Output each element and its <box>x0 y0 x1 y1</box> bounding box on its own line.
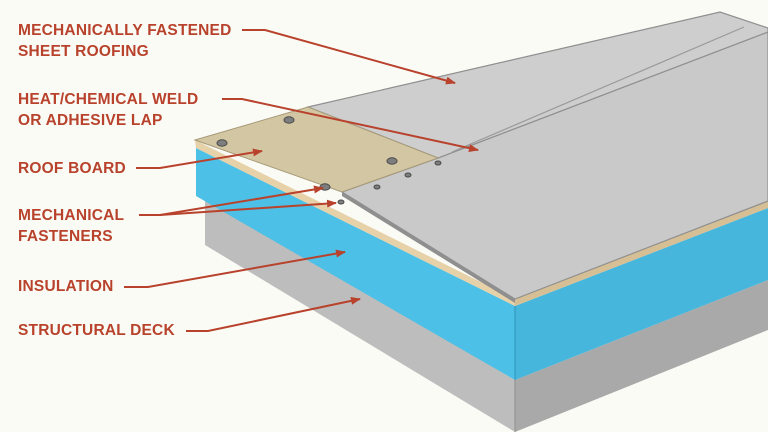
label-line: SHEET ROOFING <box>18 43 149 60</box>
structural-deck-front <box>205 197 515 432</box>
fasteners <box>216 116 442 205</box>
structural-deck-side <box>515 280 768 432</box>
fastener <box>386 157 398 165</box>
label-line: ROOF BOARD <box>18 160 126 177</box>
leader-lap <box>222 98 479 153</box>
label-insulation: INSULATION <box>18 276 114 297</box>
fastener <box>216 139 228 147</box>
leader-insulation <box>124 249 346 288</box>
label-sheet-roofing: MECHANICALLY FASTENED SHEET ROOFING <box>18 20 231 62</box>
fastener <box>283 116 295 124</box>
roof-board <box>193 106 440 193</box>
leader-fastener-2 <box>159 199 337 216</box>
leader-roof-board <box>136 148 263 169</box>
fastener <box>337 199 345 205</box>
label-structural-deck: STRUCTURAL DECK <box>18 320 175 341</box>
label-line: HEAT/CHEMICAL WELD <box>18 91 199 108</box>
label-lap: HEAT/CHEMICAL WELD OR ADHESIVE LAP <box>18 89 198 131</box>
fastener <box>434 160 442 166</box>
label-line: OR ADHESIVE LAP <box>18 112 163 129</box>
lap-seam <box>451 26 745 153</box>
roof-board-edge-side <box>515 201 768 306</box>
label-line: INSULATION <box>18 278 114 295</box>
label-line: MECHANICAL <box>18 207 125 224</box>
label-line: STRUCTURAL DECK <box>18 322 175 339</box>
label-line: MECHANICALLY FASTENED <box>18 22 232 39</box>
fastener <box>373 184 381 190</box>
fastener <box>404 172 412 178</box>
label-line: FASTENERS <box>18 228 113 245</box>
leader-sheet-roofing <box>242 29 456 85</box>
label-fasteners: MECHANICAL FASTENERS <box>18 205 124 247</box>
insulation-front <box>196 148 515 380</box>
label-roof-board: ROOF BOARD <box>18 158 126 179</box>
sheet-roofing-edge <box>342 192 515 303</box>
insulation-side <box>515 208 768 380</box>
leader-deck <box>186 296 361 332</box>
roof-board-edge <box>195 140 515 306</box>
leader-lines <box>124 29 479 332</box>
